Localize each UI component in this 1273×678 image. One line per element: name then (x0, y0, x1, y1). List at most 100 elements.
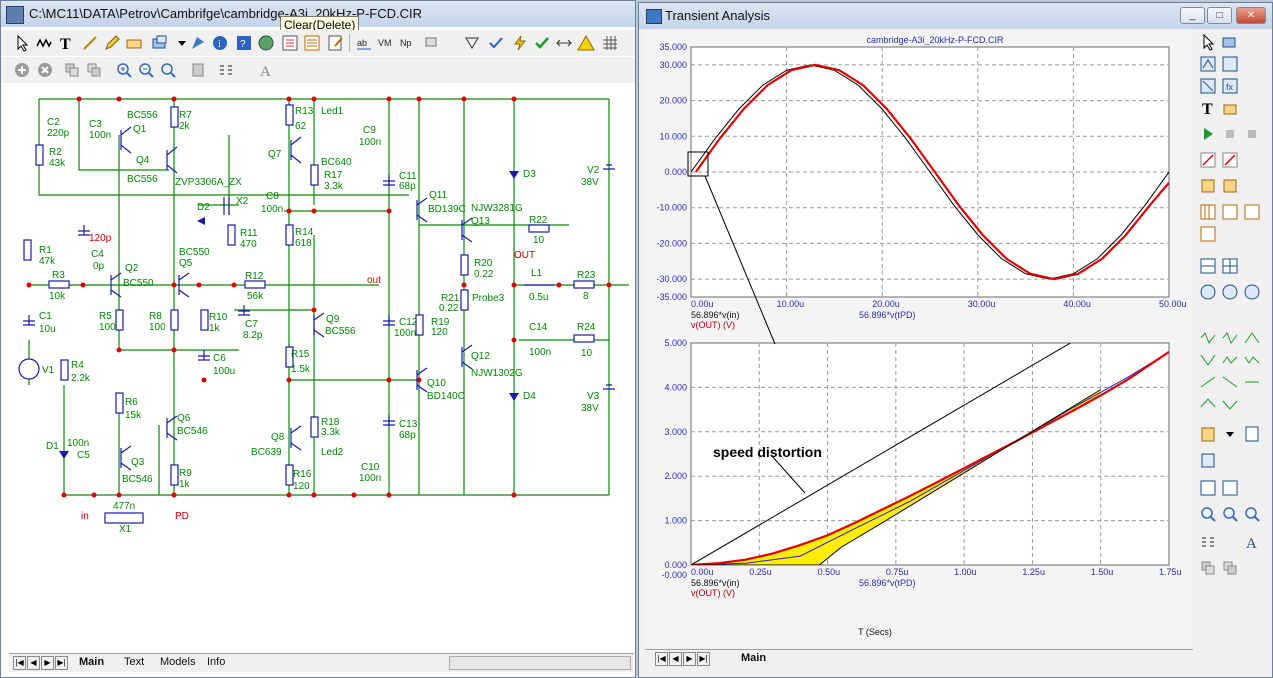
text-tool-icon[interactable]: T (1199, 99, 1217, 117)
pause-icon[interactable] (1221, 125, 1239, 143)
close-button[interactable]: ✕ (1236, 7, 1266, 24)
node-numbers-icon[interactable]: ab (355, 34, 373, 52)
analysis-titlebar[interactable]: Transient Analysis _ □ ✕ (639, 3, 1272, 29)
waveform-icon[interactable] (1199, 329, 1217, 347)
minimize-button[interactable]: _ (1180, 7, 1205, 24)
fit-horizontal-icon[interactable] (1221, 479, 1239, 497)
horizontal-scrollbar[interactable] (449, 656, 631, 670)
font-icon[interactable]: A (257, 61, 275, 79)
formula-icon[interactable]: fx (1221, 77, 1239, 95)
box-icon-2[interactable] (1221, 177, 1239, 195)
tab-main[interactable]: Main (741, 652, 767, 664)
document-icon[interactable] (1243, 425, 1261, 443)
page-icon[interactable] (189, 61, 207, 79)
stop-icon[interactable] (13, 61, 31, 79)
fit-vertical-icon[interactable] (1199, 479, 1217, 497)
next-page-button[interactable]: ▶ (683, 652, 696, 666)
first-page-button[interactable]: |◀ (655, 652, 668, 666)
waveform-icon-3[interactable] (1243, 329, 1261, 347)
zoom-fit-icon[interactable] (1243, 505, 1261, 523)
table-icon-3[interactable] (1243, 203, 1261, 221)
check-icon[interactable] (487, 34, 505, 52)
flag-tool-icon[interactable] (189, 34, 207, 52)
arrows-icon[interactable] (555, 34, 573, 52)
dropdown-icon[interactable] (1221, 425, 1234, 443)
edit-icon[interactable] (327, 34, 345, 52)
warning-icon[interactable] (577, 34, 595, 52)
node-pins-icon[interactable]: Np (399, 34, 417, 52)
last-page-button[interactable]: ▶| (55, 656, 68, 670)
copy-icon[interactable] (63, 61, 81, 79)
zoom-in-icon[interactable] (1199, 505, 1217, 523)
select-tool-icon[interactable] (13, 34, 31, 52)
checkmark-icon[interactable] (533, 34, 551, 52)
scale-icon[interactable] (1199, 55, 1217, 73)
waveform-icon-7[interactable] (1199, 373, 1217, 391)
maximize-button[interactable]: □ (1207, 7, 1232, 24)
line-tool-icon[interactable] (81, 34, 99, 52)
component-icon[interactable] (151, 34, 169, 52)
paste-icon[interactable] (85, 61, 103, 79)
point-tagging-icon[interactable] (1199, 151, 1217, 169)
split-icon-2[interactable] (1221, 257, 1239, 275)
peak-icon[interactable] (1199, 283, 1217, 301)
font-icon[interactable]: A (1243, 533, 1261, 551)
table-icon[interactable] (1199, 203, 1217, 221)
globe-icon[interactable] (257, 34, 275, 52)
calendar-icon[interactable] (1199, 451, 1217, 469)
last-page-button[interactable]: ▶| (697, 652, 710, 666)
component-icon[interactable] (1221, 33, 1239, 51)
close-circle-icon[interactable] (36, 61, 54, 79)
wire-tool-icon[interactable] (35, 34, 53, 52)
node-voltages-icon[interactable]: VM (377, 34, 395, 52)
grid-small-icon[interactable] (1199, 533, 1217, 551)
tab-info[interactable]: Info (207, 656, 226, 668)
tab-text[interactable]: Text (124, 656, 145, 668)
zoom-out-icon[interactable] (1221, 505, 1239, 523)
zoom-in-icon[interactable] (115, 61, 133, 79)
tab-main[interactable]: Main (79, 656, 105, 668)
list-icon[interactable] (303, 34, 321, 52)
zoom-fit-icon[interactable] (159, 61, 177, 79)
hand-icon[interactable] (1221, 99, 1239, 117)
help-icon[interactable]: ? (235, 34, 253, 52)
probe-icon[interactable] (463, 34, 481, 52)
schematic-canvas[interactable]: C2 220p C3 100n Q1 BC556 R7 2k R2 43k Q4… (9, 85, 634, 645)
paste-icon[interactable] (1221, 559, 1239, 577)
waveform-icon-10[interactable] (1199, 395, 1217, 413)
pencil-icon[interactable] (103, 34, 121, 52)
valley-icon[interactable] (1221, 283, 1239, 301)
waveform-icon-2[interactable] (1221, 329, 1239, 347)
dropdown-icon[interactable] (173, 34, 186, 52)
table-icon-4[interactable] (1199, 225, 1217, 243)
lightning-icon[interactable] (511, 34, 529, 52)
grid-small-icon[interactable] (217, 61, 235, 79)
waveform-icon-8[interactable] (1221, 373, 1239, 391)
zoom-out-icon[interactable] (137, 61, 155, 79)
waveform-icon-6[interactable] (1243, 351, 1261, 369)
tab-models[interactable]: Models (160, 656, 196, 668)
grid-tool-icon[interactable] (423, 34, 441, 52)
waveform-icon-11[interactable] (1221, 395, 1239, 413)
table-icon-2[interactable] (1221, 203, 1239, 221)
select-tool-icon[interactable] (1199, 33, 1217, 51)
clipboard-icon[interactable] (1199, 425, 1217, 443)
grid-icon[interactable] (601, 34, 619, 52)
info-icon[interactable]: i (211, 34, 229, 52)
horizontal-tagging-icon[interactable] (1221, 151, 1239, 169)
flag-icon[interactable] (125, 34, 143, 52)
next-page-button[interactable]: ▶ (41, 656, 54, 670)
stop-run-icon[interactable] (1243, 125, 1261, 143)
prev-page-button[interactable]: ◀ (27, 656, 40, 670)
first-page-button[interactable]: |◀ (13, 656, 26, 670)
waveform-icon-9[interactable] (1243, 373, 1261, 391)
copy-icon[interactable] (1199, 559, 1217, 577)
properties-icon[interactable] (281, 34, 299, 52)
box-icon[interactable] (1199, 177, 1217, 195)
high-icon[interactable] (1243, 283, 1261, 301)
split-icon[interactable] (1199, 257, 1217, 275)
waveform-icon-4[interactable] (1199, 351, 1217, 369)
waveform-icon-5[interactable] (1221, 351, 1239, 369)
prev-page-button[interactable]: ◀ (669, 652, 682, 666)
